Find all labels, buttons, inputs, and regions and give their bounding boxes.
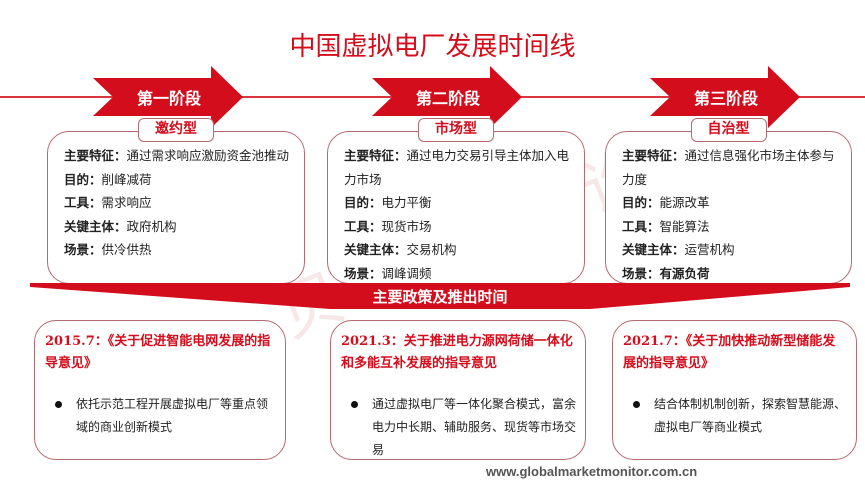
stage-card: 主要特征：通过电力交易引导主体加入电力市场目的：电力平衡工具：现货市场关键主体：… (327, 131, 585, 284)
stage-row: 场景：供冷供热 (64, 238, 294, 262)
row-label: 工具： (622, 218, 660, 234)
policy-banner: 主要政策及推出时间 (30, 283, 850, 309)
row-label: 关键主体： (344, 242, 407, 257)
stage-type-tag: 自治型 (690, 118, 767, 142)
row-value: 政府机构 (126, 218, 177, 234)
arrow-icon (372, 66, 522, 128)
bullet-icon (55, 401, 62, 408)
stage-arrow: 第三阶段 (650, 66, 800, 128)
stage-name: 第一阶段 (136, 89, 201, 108)
row-label: 场景： (622, 265, 660, 281)
row-value: 需求响应 (101, 195, 152, 210)
stage-row: 主要特征：通过需求响应激励资金池推动 (64, 144, 294, 168)
stage-type-tag: 邀约型 (138, 118, 214, 142)
row-value: 调峰调频 (381, 265, 432, 281)
row-value: 供冷供热 (101, 242, 152, 257)
policy-body: 通过虚拟电厂等一体化聚合模式，富余电力中长期、辅助服务、现货等市场交易 (372, 397, 577, 457)
row-value: 智能算法 (659, 218, 710, 234)
row-value: 通过信息强化市场主体参与力度 (622, 148, 835, 187)
row-label: 目的： (344, 195, 382, 210)
stage-row: 目的：削峰减荷 (64, 168, 294, 192)
row-label: 目的： (64, 171, 102, 187)
row-label: 关键主体： (64, 218, 127, 234)
stage-type-tag: 市场型 (418, 118, 494, 142)
row-value: 通过需求响应激励资金池推动 (126, 148, 290, 163)
row-value: 电力平衡 (381, 195, 432, 210)
arrow-icon (650, 66, 800, 128)
row-value: 削峰减荷 (101, 171, 152, 187)
stage-row: 主要特征：通过电力交易引导主体加入电力市场 (344, 144, 574, 191)
stage-row: 工具：需求响应 (64, 191, 294, 215)
stage-row: 目的：电力平衡 (344, 191, 574, 215)
stage-row: 工具：智能算法 (622, 215, 841, 239)
banner-label: 主要政策及推出时间 (372, 288, 508, 306)
source-url: www.globalmarketmonitor.com.cn (486, 464, 698, 479)
row-label: 主要特征： (344, 148, 407, 163)
stage-row: 场景：有源负荷 (622, 262, 841, 286)
policy-title: 2021.3：关于推进电力源网荷储一体化和多能互补发展的指导意见 (341, 334, 573, 371)
arrow-icon (93, 66, 243, 128)
row-value: 有源负荷 (659, 265, 710, 281)
stage-name: 第三阶段 (693, 89, 758, 108)
stage-row: 工具：现货市场 (344, 215, 574, 239)
row-label: 工具： (64, 195, 102, 210)
row-label: 主要特征： (622, 148, 685, 163)
stage-name: 第二阶段 (415, 89, 480, 108)
row-label: 工具： (344, 218, 382, 234)
row-label: 目的： (622, 195, 660, 210)
policy-body: 依托示范工程开展虚拟电厂等重点领域的商业创新模式 (76, 397, 269, 434)
row-label: 场景： (344, 265, 382, 281)
stage-row: 目的：能源改革 (622, 191, 841, 215)
stage-row: 场景：调峰调频 (344, 262, 574, 286)
page-title: 中国虚拟电厂发展时间线 (289, 32, 576, 62)
row-label: 关键主体： (622, 242, 685, 257)
row-value: 能源改革 (659, 195, 710, 210)
policy-title: 2021.7：《关于加快推动新型储能发展的指导意见》 (623, 334, 836, 371)
policy-body: 结合体制机制创新，探索智慧能源、虚拟电厂等商业模式 (654, 397, 847, 434)
policy-card: 2021.7：《关于加快推动新型储能发展的指导意见》 结合体制机制创新，探索智慧… (612, 320, 857, 460)
stage-row: 关键主体：交易机构 (344, 238, 574, 262)
row-value: 运营机构 (684, 242, 735, 257)
row-value: 现货市场 (381, 218, 432, 234)
row-value: 交易机构 (406, 242, 457, 257)
row-label: 场景： (64, 242, 102, 257)
policy-card: 2021.3：关于推进电力源网荷储一体化和多能互补发展的指导意见 通过虚拟电厂等… (330, 320, 586, 460)
stage-arrow: 第一阶段 (93, 66, 243, 128)
stage-arrow: 第二阶段 (372, 66, 522, 128)
policy-card: 2015.7：《关于促进智能电网发展的指导意见》 依托示范工程开展虚拟电厂等重点… (34, 320, 286, 460)
stage-card: 主要特征：通过需求响应激励资金池推动目的：削峰减荷工具：需求响应关键主体：政府机… (47, 131, 305, 284)
stage-row: 主要特征：通过信息强化市场主体参与力度 (622, 144, 841, 191)
row-value: 通过电力交易引导主体加入电力市场 (344, 148, 570, 187)
policy-title: 2015.7：《关于促进智能电网发展的指导意见》 (45, 334, 271, 371)
stage-row: 关键主体：运营机构 (622, 238, 841, 262)
bullet-icon (351, 401, 358, 408)
stage-row: 关键主体：政府机构 (64, 215, 294, 239)
bullet-icon (633, 401, 640, 408)
row-label: 主要特征： (64, 148, 127, 163)
stage-card: 主要特征：通过信息强化市场主体参与力度目的：能源改革工具：智能算法关键主体：运营… (605, 131, 852, 284)
